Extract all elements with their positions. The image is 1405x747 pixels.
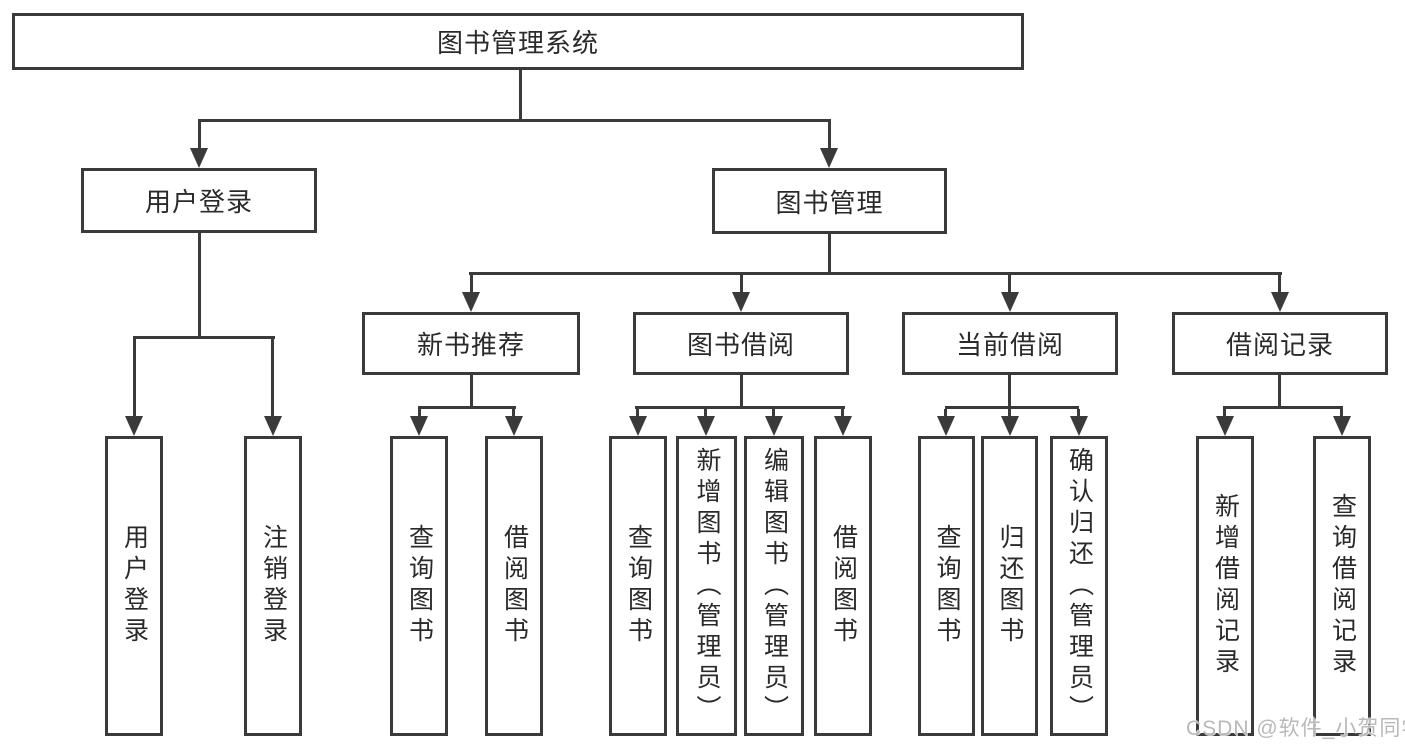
connector-current-borrow-drop: [1008, 375, 1011, 409]
arrow-down-icon: [1001, 292, 1019, 312]
connector-stem-leaf: [636, 409, 639, 418]
arrow-down-icon: [264, 416, 282, 436]
leaf-label: 编辑图书（管理员）: [760, 446, 789, 726]
connector-stem-leaf: [1223, 409, 1226, 418]
leaf-label: 查询借阅记录: [1328, 493, 1357, 679]
leaf-logout: 注销登录: [244, 436, 302, 736]
connector-stem-leaf: [271, 339, 274, 418]
connector-user-login-drop: [198, 233, 201, 339]
connector-user-login-bar: [133, 336, 275, 339]
leaf-edit-book-admin: 编辑图书（管理员）: [744, 436, 804, 736]
node-borrow-records: 借阅记录: [1172, 312, 1388, 375]
connector-stem-leaf: [512, 409, 515, 418]
arrow-down-icon: [1070, 416, 1088, 436]
leaf-label: 确认归还（管理员）: [1065, 446, 1094, 726]
leaf-borrow-book-newbook: 借阅图书: [485, 436, 543, 736]
node-current-borrow: 当前借阅: [902, 312, 1118, 375]
connector-stem-leaf: [133, 339, 136, 418]
arrow-down-icon: [1333, 416, 1351, 436]
leaf-query-book-current: 查询图书: [918, 436, 975, 736]
arrow-down-icon: [937, 416, 955, 436]
node-user-login: 用户登录: [81, 168, 317, 233]
connector-stem-book-management: [828, 122, 831, 150]
leaf-borrow-book: 借阅图书: [814, 436, 872, 736]
connector-current-borrow-bar: [945, 406, 1079, 409]
arrow-down-icon: [462, 292, 480, 312]
leaf-label: 新增图书（管理员）: [693, 446, 721, 726]
leaf-return-book: 归还图书: [981, 436, 1038, 736]
node-root: 图书管理系统: [12, 13, 1024, 70]
leaf-user-login: 用户登录: [105, 436, 163, 736]
connector-stem-leaf: [1077, 409, 1080, 418]
arrow-down-icon: [410, 416, 428, 436]
leaf-label: 注销登录: [259, 524, 288, 648]
arrow-down-icon: [765, 416, 783, 436]
leaf-add-borrow-record: 新增借阅记录: [1196, 436, 1254, 736]
leaf-label: 查询图书: [933, 524, 961, 648]
leaf-query-book-borrow: 查询图书: [609, 436, 667, 736]
arrow-down-icon: [1271, 292, 1289, 312]
arrow-down-icon: [125, 416, 143, 436]
connector-book-borrow-bar: [635, 406, 845, 409]
connector-book-borrow-drop: [740, 375, 743, 409]
arrow-down-icon: [834, 416, 852, 436]
arrow-down-icon: [732, 292, 750, 312]
connector-stem-leaf: [1008, 409, 1011, 418]
connector-stem-leaf: [772, 409, 775, 418]
arrow-down-icon: [1001, 416, 1019, 436]
leaf-query-book-newbook: 查询图书: [390, 436, 448, 736]
arrow-down-icon: [697, 416, 715, 436]
leaf-label: 查询图书: [405, 524, 434, 648]
arrow-down-icon: [1216, 416, 1234, 436]
connector-stem-leaf: [1340, 409, 1343, 418]
arrow-down-icon: [190, 148, 208, 168]
connector-stem-current-borrow: [1008, 275, 1011, 294]
connector-stem-leaf: [418, 409, 421, 418]
connector-level1-bar: [198, 119, 831, 122]
leaf-label: 归还图书: [996, 524, 1024, 648]
leaf-confirm-return-admin: 确认归还（管理员）: [1050, 436, 1108, 736]
leaf-label: 借阅图书: [829, 524, 858, 648]
connector-stem-leaf: [944, 409, 947, 418]
connector-borrow-record-drop: [1278, 375, 1281, 409]
leaf-label: 查询图书: [624, 524, 653, 648]
connector-stem-leaf: [841, 409, 844, 418]
connector-stem-book-borrow: [740, 275, 743, 294]
leaf-label: 借阅图书: [500, 524, 529, 648]
connector-level2-bar: [469, 272, 1282, 275]
node-book-borrow: 图书借阅: [633, 312, 849, 375]
connector-stem-user-login: [198, 122, 201, 150]
node-book-management: 图书管理: [712, 168, 947, 234]
connector-new-book-drop: [470, 375, 473, 409]
node-new-book-recommend: 新书推荐: [362, 312, 580, 375]
leaf-add-book-admin: 新增图书（管理员）: [676, 436, 737, 736]
connector-borrow-record-bar: [1223, 406, 1343, 409]
arrow-down-icon: [820, 148, 838, 168]
connector-root-drop: [519, 67, 522, 122]
leaf-query-borrow-record: 查询借阅记录: [1313, 436, 1371, 736]
leaf-label: 用户登录: [120, 524, 149, 648]
leaf-label: 新增借阅记录: [1211, 493, 1240, 679]
arrow-down-icon: [505, 416, 523, 436]
arrow-down-icon: [629, 416, 647, 436]
connector-book-management-drop: [828, 234, 831, 275]
connector-stem-new-book: [470, 275, 473, 294]
csdn-watermark: CSDN @软件_小贺同学: [1186, 717, 1405, 740]
connector-stem-borrow-record: [1278, 275, 1281, 294]
connector-new-book-bar: [418, 406, 516, 409]
connector-stem-leaf: [704, 409, 707, 418]
